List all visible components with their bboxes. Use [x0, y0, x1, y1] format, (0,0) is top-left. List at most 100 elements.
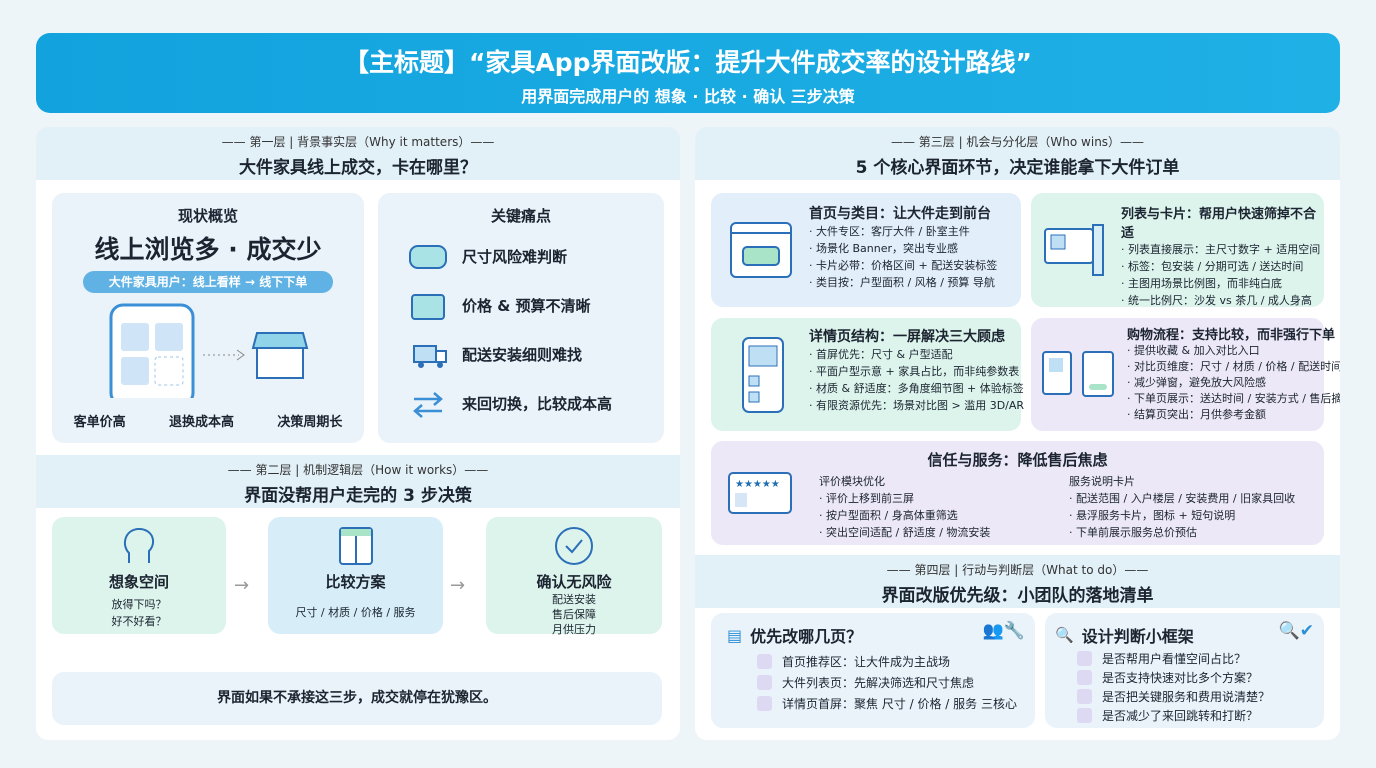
fact: 退换成本高 [168, 415, 234, 430]
search-icon: 🔍 [1055, 626, 1074, 644]
pain-label: 来回切换，比较成本高 [462, 395, 613, 413]
check-circle-icon [555, 527, 593, 565]
overview-pill: 大件家具用户：线上看样 → 线下下单 [83, 271, 333, 293]
compare-pages-icon [1042, 351, 1114, 397]
checklist-item[interactable]: 首页推荐区：让大件成为主战场 [757, 651, 1035, 672]
conclusion-bar: 界面如果不承接这三步，成交就停在犹豫区。 [52, 672, 662, 725]
checklist-item[interactable]: 详情页首屏：聚焦 尺寸 / 价格 / 服务 三核心 [757, 693, 1035, 714]
layer1-header: —— 第一层 | 背景事实层（Why it matters）—— 大件家具线上成… [36, 127, 680, 180]
card-item: · 列表直接展示：主尺寸数字 + 适用空间 [1121, 243, 1321, 256]
team-wrench-icon: 👥🔧 [982, 621, 1025, 641]
title-banner: 【主标题】“家具App界面改版：提升大件成交率的设计路线” 用界面完成用户的 想… [36, 33, 1340, 113]
step-title: 确认无风险 [536, 573, 612, 591]
checklist-item[interactable]: 是否把关键服务和费用说清楚？ [1077, 687, 1324, 706]
layer2-title: 界面没帮用户走完的 3 步决策 [244, 486, 472, 506]
checkbox[interactable] [1077, 689, 1092, 704]
phone-detail-icon [742, 337, 784, 413]
checklist-item[interactable]: 是否支持快速对比多个方案？ [1077, 668, 1324, 687]
checklist-item[interactable]: 是否帮用户看懂空间占比？ [1077, 649, 1324, 668]
pain-label: 配送安装细则难找 [462, 346, 583, 364]
layer4-header: —— 第四层 | 行动与判断层（What to do）—— 界面改版优先级：小团… [695, 555, 1340, 608]
step-compare: 比较方案 尺寸 / 材质 / 价格 / 服务 [268, 517, 443, 634]
step-imagine: 想象空间 放得下吗？ 好不好看？ [52, 517, 226, 634]
framework-card: 🔍 设计判断小框架 🔍✔ 是否帮用户看懂空间占比？ 是否支持快速对比多个方案？ … [1045, 613, 1324, 728]
item-label: 是否减少了来回跳转和打断？ [1102, 709, 1259, 723]
card-title: 首页与类目：让大件走到前台 [809, 206, 991, 222]
layer3-header: —— 第三层 | 机会与分化层（Who wins）—— 5 个核心界面环节，决定… [695, 127, 1340, 180]
layer2-kicker: —— 第二层 | 机制逻辑层（How it works）—— [227, 463, 489, 477]
layer4-kicker: —— 第四层 | 行动与判断层（What to do）—— [886, 563, 1149, 577]
card-item: · 提供收藏 & 加入对比入口 [1127, 344, 1260, 357]
main-title: 【主标题】“家具App界面改版：提升大件成交率的设计路线” [343, 48, 1032, 77]
document-icon: ▤ [727, 625, 743, 645]
layer1-title: 大件家具线上成交，卡在哪里？ [239, 158, 477, 178]
overview-card: 现状概览 线上浏览多 · 成交少 大件家具用户：线上看样 → 线下下单 客单价高… [52, 193, 364, 443]
rating-stars-icon: ★★★★★ [728, 472, 792, 514]
item-label: 是否把关键服务和费用说清楚？ [1102, 690, 1271, 704]
checklist-item[interactable]: 是否减少了来回跳转和打断？ [1077, 706, 1324, 725]
overview-headline: 线上浏览多 · 成交少 [94, 235, 322, 264]
step-confirm: 确认无风险 配送安装 售后保障 月供压力 [486, 517, 662, 636]
pain-points-card: 关键痛点 尺寸风险难判断 价格 & 预算不清晰 配送安装细则难找 来回切换，比较… [378, 193, 664, 443]
card-item: · 首屏优先：尺寸 & 户型适配 [809, 348, 953, 361]
card-list: 列表与卡片：帮用户快速筛掉不合适 · 列表直接展示：主尺寸数字 + 适用空间 ·… [1031, 193, 1324, 307]
fact: 客单价高 [73, 415, 126, 430]
card-item: · 减少弹窗，避免放大风险感 [1127, 376, 1266, 389]
pain-item: 来回切换，比较成本高 [408, 379, 664, 428]
card-item: · 评价上移到前三屏 [819, 492, 914, 505]
card-checkout: 购物流程：支持比较，而非强行下单 · 提供收藏 & 加入对比入口 · 对比页维度… [1031, 318, 1340, 431]
checkbox[interactable] [1077, 651, 1092, 666]
card-detail: 详情页结构：一屏解决三大顾虑 · 首屏优先：尺寸 & 户型适配 · 平面户型示意… [711, 318, 1025, 431]
checkbox[interactable] [1077, 670, 1092, 685]
layer3-kicker: —— 第三层 | 机会与分化层（Who wins）—— [890, 135, 1145, 149]
card-item: · 配送范围 / 入户楼层 / 安装费用 / 旧家具回收 [1069, 492, 1296, 505]
checkbox[interactable] [757, 675, 772, 690]
card-item: · 对比页维度：尺寸 / 材质 / 价格 / 配送时间 [1127, 360, 1340, 373]
step-line: 尺寸 / 材质 / 价格 / 服务 [295, 606, 416, 619]
checklist-item[interactable]: 大件列表页：先解决筛选和尺寸焦虑 [757, 672, 1035, 693]
card-item: · 按户型面积 / 身高体重筛选 [819, 509, 958, 522]
step-line: 售后保障 [552, 608, 596, 621]
arrow-right-icon: → [234, 575, 250, 596]
fact: 决策周期长 [277, 415, 343, 430]
card-item: · 卡片必带：价格区间 + 配送安装标签 [809, 259, 998, 272]
framework-title: 设计判断小框架 [1081, 627, 1194, 646]
subtitle: 用界面完成用户的 想象 · 比较 · 确认 三步决策 [521, 87, 855, 106]
item-label: 是否帮用户看懂空间占比？ [1102, 652, 1247, 666]
table-icon [338, 527, 373, 565]
checkbox[interactable] [757, 696, 772, 711]
card-title: 购物流程：支持比较，而非强行下单 [1127, 328, 1336, 343]
card-item: · 平面户型示意 + 家具占比，而非纯参数表 [809, 365, 1020, 378]
card-item: · 有限资源优先：场景对比图 > 滥用 3D/AR [809, 399, 1025, 412]
step-title: 比较方案 [325, 573, 386, 591]
wallet-icon [411, 293, 445, 320]
card-item: · 主图用场景比例图，而非纯白底 [1121, 277, 1282, 290]
card-item: · 下单前展示服务总价预估 [1069, 526, 1197, 539]
pain-label: 尺寸风险难判断 [462, 248, 568, 266]
priority-title: 优先改哪几页？ [750, 627, 863, 646]
card-item: · 下单页展示：送达时间 / 安装方式 / 售后摘要 [1127, 392, 1340, 405]
trust-right-title: 服务说明卡片 [1069, 475, 1135, 488]
step-line: 配送安装 [552, 593, 596, 606]
pain-label: 价格 & 预算不清晰 [462, 297, 591, 315]
card-title: 列表与卡片：帮用户快速筛掉不合适 [1121, 207, 1317, 241]
trust-left-title: 评价模块优化 [819, 475, 885, 488]
priority-card: ▤ 优先改哪几页？ 👥🔧 首页推荐区：让大件成为主战场 大件列表页：先解决筛选和… [711, 613, 1035, 728]
browser-sofa-icon [730, 222, 792, 278]
layer3-title: 5 个核心界面环节，决定谁能拿下大件订单 [855, 158, 1180, 178]
overview-facts: 客单价高 退换成本高 决策周期长 [52, 411, 364, 430]
pain-title: 关键痛点 [490, 207, 551, 225]
card-trust: 信任与服务：降低售后焦虑 ★★★★★ 评价模块优化 · 评价上移到前三屏 · 按… [711, 441, 1324, 545]
card-item: · 材质 & 舒适度：多角度细节图 + 体验标签 [809, 382, 1024, 395]
delivery-truck-icon [413, 344, 447, 368]
card-title: 信任与服务：降低售后焦虑 [927, 451, 1108, 469]
card-item: · 类目按：户型面积 / 风格 / 预算 导航 [809, 276, 995, 289]
card-item: · 结算页突出：月供参考金额 [1127, 408, 1266, 421]
overview-title: 现状概览 [177, 207, 238, 225]
step-title: 想象空间 [108, 573, 169, 591]
checkbox[interactable] [757, 654, 772, 669]
card-item: · 场景化 Banner，突出专业感 [809, 242, 959, 255]
magnifier-check-icon: 🔍✔ [1278, 621, 1314, 641]
card-item: · 统一比例尺：沙发 vs 茶几 / 成人身高 [1121, 294, 1312, 307]
checkbox[interactable] [1077, 708, 1092, 723]
